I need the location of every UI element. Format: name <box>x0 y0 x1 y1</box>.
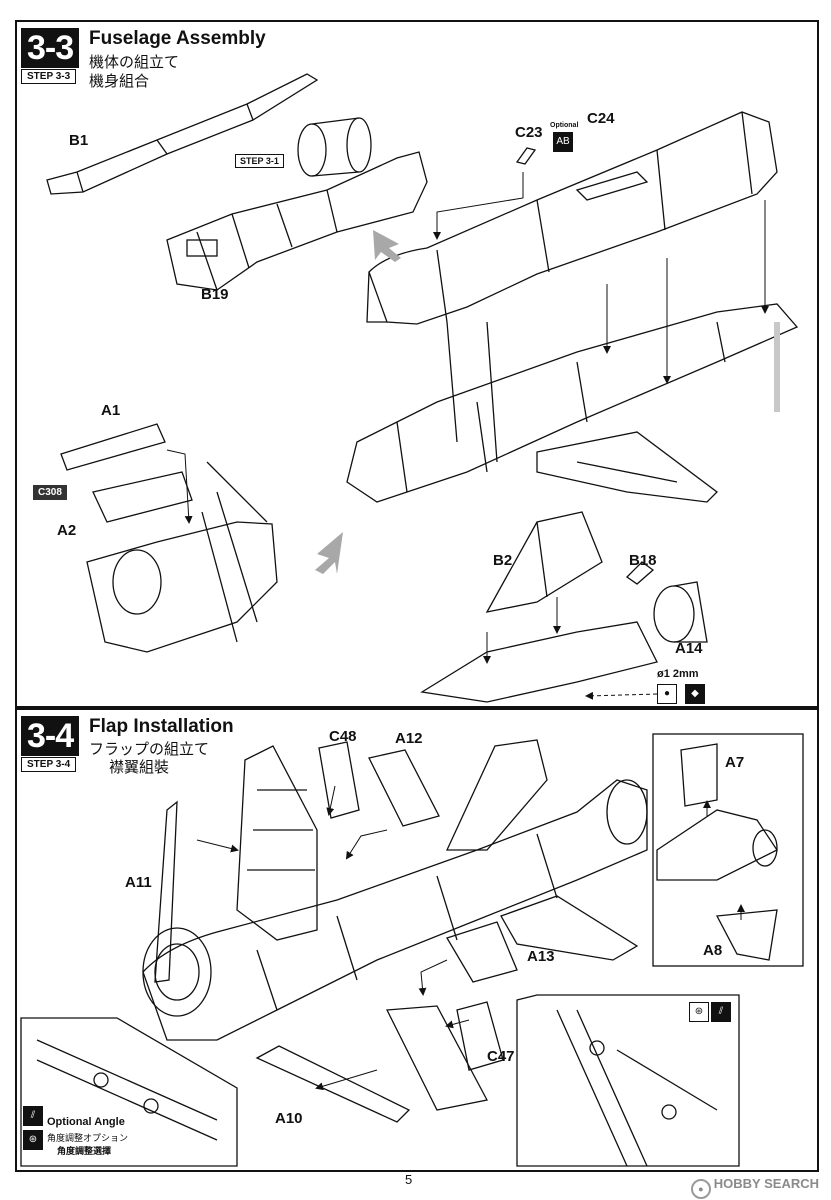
step-tag: STEP 3-3 <box>21 69 77 84</box>
step-title-en: Fuselage Assembly <box>89 28 266 49</box>
part-label-c308: C308 <box>33 485 67 500</box>
step-number: 3-3 <box>21 28 80 68</box>
glue-option-icon: ⊛ <box>689 1002 709 1022</box>
angle-option-icon: ⫽ <box>23 1106 43 1126</box>
step-tag: STEP 3-4 <box>21 757 77 772</box>
fuselage-assembly-diagram <box>46 73 799 703</box>
part-label-c23: C23 <box>515 124 543 141</box>
step-3-3-panel: 3-3 STEP 3-3 Fuselage Assembly 機体の組立て 機身… <box>15 20 819 708</box>
part-label-b18: B18 <box>629 552 657 569</box>
optional-a: A <box>556 136 563 147</box>
step-title-zh: 襟翼組裝 <box>109 759 170 776</box>
part-label-a8: A8 <box>703 942 723 959</box>
part-label-a1: A1 <box>101 402 121 419</box>
optional-angle-ja: 角度調整オプション <box>47 1133 129 1143</box>
watermark-logo-icon: ● <box>690 1179 711 1199</box>
angle-option-icon-right: ⫽ <box>711 1002 731 1022</box>
glue-icon: ⊛ <box>23 1130 43 1150</box>
step-title-en: Flap Installation <box>89 716 234 737</box>
step-number: 3-4 <box>21 716 80 756</box>
part-label-a10: A10 <box>275 1110 303 1127</box>
part-label-b1: B1 <box>69 132 89 149</box>
part-label-a14: A14 <box>675 640 703 657</box>
step-3-4-panel: 3-4 STEP 3-4 Flap Installation フラップの組立て … <box>15 708 819 1172</box>
drill-size-label: ø1 2mm <box>657 668 699 680</box>
optional-b: B <box>563 136 570 147</box>
part-label-a11: A11 <box>125 874 152 891</box>
optional-ab-icon: AB <box>553 132 573 152</box>
flap-installation-diagram <box>20 733 804 1167</box>
optional-angle-en: Optional Angle <box>47 1116 125 1128</box>
part-label-b2: B2 <box>493 552 513 569</box>
part-label-a12: A12 <box>395 730 423 747</box>
part-label-c48: C48 <box>329 728 357 745</box>
page-number: 5 <box>405 1172 413 1187</box>
part-label-c24: C24 <box>587 110 615 127</box>
step-title-ja: 機体の組立て <box>89 54 180 71</box>
step-title-zh: 機身組合 <box>89 73 150 90</box>
part-label-c47: C47 <box>487 1048 515 1065</box>
part-label-b19: B19 <box>201 286 229 303</box>
ref-step-3-1: STEP 3-1 <box>235 154 284 168</box>
drill-tool-icon: ◆ <box>685 684 705 704</box>
watermark-text: HOBBY SEARCH <box>713 1176 819 1191</box>
optional-label: Optional <box>550 122 579 129</box>
optional-angle-zh: 角度調整選擇 <box>57 1146 112 1156</box>
part-label-a2: A2 <box>57 522 77 539</box>
watermark: ●HOBBY SEARCH <box>690 1176 819 1199</box>
drill-hole-icon: ● <box>657 684 677 704</box>
part-label-a7: A7 <box>725 754 745 771</box>
part-label-a13: A13 <box>527 948 555 965</box>
step-title-ja: フラップの組立て <box>89 741 210 758</box>
